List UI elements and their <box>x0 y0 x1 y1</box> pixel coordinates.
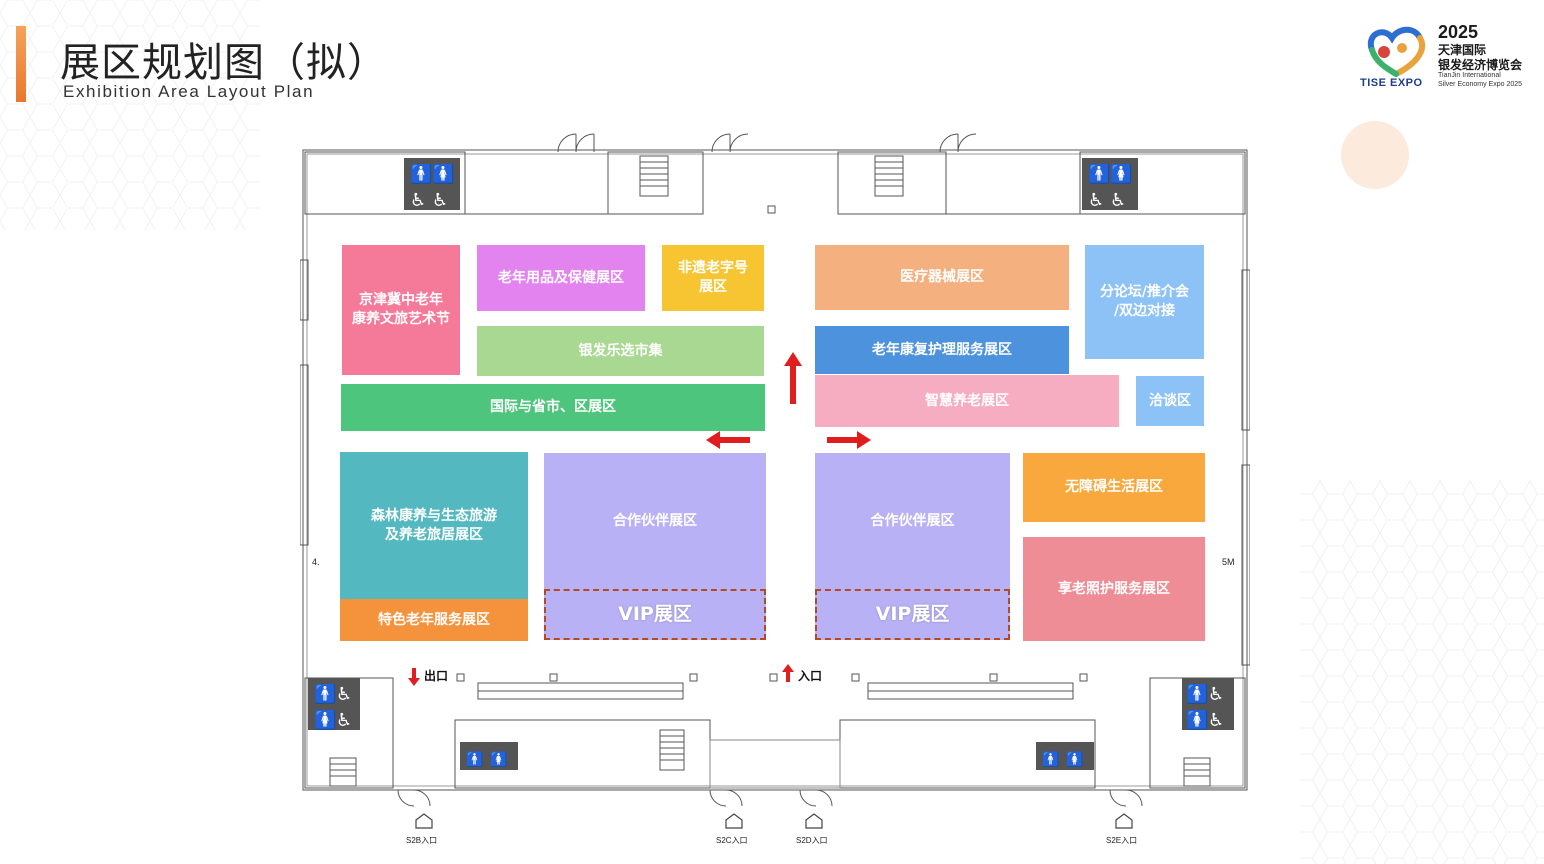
svg-text:♿: ♿ <box>1208 684 1224 705</box>
svg-text:♿: ♿ <box>432 190 448 211</box>
zone-label: 国际与省市、区展区 <box>490 399 616 415</box>
svg-text:🚹: 🚹 <box>1186 683 1208 705</box>
svg-text:🚹: 🚹 <box>466 751 483 768</box>
svg-text:🚺: 🚺 <box>432 163 454 185</box>
zone-forest-wellness: 森林康养与生态旅游 及养老旅居展区 <box>340 452 528 599</box>
svg-text:🚺: 🚺 <box>490 751 507 768</box>
floor-plan: 🚹🚺 ♿♿ 🚹🚺 ♿♿ 🚹♿ 🚺♿ 🚹♿ 🚺♿ 🚹🚺 🚹🚺 <box>300 130 1250 850</box>
zone-label: 洽谈区 <box>1149 392 1191 409</box>
svg-text:♿: ♿ <box>336 684 352 705</box>
zone-label: 合作伙伴展区 <box>613 512 697 529</box>
svg-text:🚺: 🚺 <box>1066 751 1083 768</box>
entry-label: 入口 <box>798 669 823 683</box>
svg-text:🚺: 🚺 <box>314 709 336 731</box>
gate-s2e-label: S2E入口 <box>1106 836 1138 845</box>
zone-partner-right: 合作伙伴展区 <box>815 453 1010 589</box>
svg-text:♿: ♿ <box>410 190 426 211</box>
logo-en-line1: TianJin International <box>1438 72 1501 79</box>
zone-label: 无障碍生活展区 <box>1065 479 1163 495</box>
svg-text:♿: ♿ <box>1088 190 1104 211</box>
zone-enjoy-care: 享老照护服务展区 <box>1023 537 1205 641</box>
zone-negotiation: 洽谈区 <box>1136 376 1204 426</box>
svg-text:🚹: 🚹 <box>1088 163 1110 185</box>
plan-mark-left: 4. <box>312 557 320 567</box>
zone-rehab-care: 老年康复护理服务展区 <box>815 326 1069 374</box>
zone-label: VIP展区 <box>875 603 950 625</box>
title-accent-bar <box>16 26 26 102</box>
zone-forum: 分论坛/推介会 /双边对接 <box>1085 245 1204 359</box>
zone-label: 医疗器械展区 <box>900 269 984 285</box>
zone-label: 享老照护服务展区 <box>1058 580 1170 597</box>
zone-barrier-free: 无障碍生活展区 <box>1023 453 1205 522</box>
zone-heritage: 非遗老字号 展区 <box>662 245 764 311</box>
zone-label: 老年用品及保健展区 <box>498 269 624 286</box>
floor-plan-outline: 🚹🚺 ♿♿ 🚹🚺 ♿♿ 🚹♿ 🚺♿ 🚹♿ 🚺♿ 🚹🚺 🚹🚺 <box>300 133 1250 829</box>
plan-mark-right: 5M <box>1222 557 1235 567</box>
logo-cn-line2: 银发经济博览会 <box>1438 58 1523 72</box>
logo-en-line2: Silver Economy Expo 2025 <box>1438 81 1523 88</box>
zone-vip-left: VIP展区 <box>544 589 766 640</box>
zone-label: 非遗老字号 展区 <box>678 260 748 295</box>
zone-label: 智慧养老展区 <box>925 392 1009 409</box>
zone-label: 老年康复护理服务展区 <box>872 341 1012 358</box>
svg-text:🚺: 🚺 <box>1110 163 1132 185</box>
restroom-icons <box>308 158 1234 770</box>
svg-text:🚺: 🚺 <box>1186 709 1208 731</box>
svg-text:♿: ♿ <box>336 710 352 731</box>
gate-s2d-label: S2D入口 <box>796 836 828 845</box>
zone-special-service: 特色老年服务展区 <box>340 599 528 641</box>
zone-label: VIP展区 <box>618 603 692 625</box>
zone-silver-market: 银发乐选市集 <box>477 326 764 376</box>
zone-label: 森林康养与生态旅游 及养老旅居展区 <box>371 507 497 543</box>
gate-s2b-label: S2B入口 <box>406 836 438 845</box>
logo-brand: TISE EXPO <box>1360 77 1423 89</box>
zone-partner-left: 合作伙伴展区 <box>544 453 766 589</box>
svg-text:♿: ♿ <box>1208 710 1224 731</box>
zone-label: 特色老年服务展区 <box>378 611 490 628</box>
svg-text:♿: ♿ <box>1110 190 1126 211</box>
page-title: 展区规划图（拟） <box>60 40 388 86</box>
zone-smart-elderly: 智慧养老展区 <box>815 375 1119 427</box>
zone-label: 分论坛/推介会 /双边对接 <box>1099 284 1190 319</box>
svg-text:🚹: 🚹 <box>1042 751 1059 768</box>
heart-logo-icon <box>1367 26 1425 77</box>
logo-year: 2025 <box>1438 22 1479 42</box>
zone-international: 国际与省市、区展区 <box>341 384 765 431</box>
zone-label: 银发乐选市集 <box>578 342 663 359</box>
svg-text:🚹: 🚹 <box>314 683 336 705</box>
gate-s2c-label: S2C入口 <box>716 836 748 845</box>
page-subtitle: Exhibition Area Layout Plan <box>63 82 315 101</box>
expo-logo: TISE EXPO 2025 天津国际 银发经济博览会 TianJin Inte… <box>1360 22 1540 92</box>
exit-label: 出口 <box>424 669 449 683</box>
zone-medical-devices: 医疗器械展区 <box>815 245 1069 310</box>
zone-vip-right: VIP展区 <box>815 589 1010 640</box>
zone-label: 京津冀中老年 康养文旅艺术节 <box>352 292 450 327</box>
zone-elder-goods: 老年用品及保健展区 <box>477 245 645 311</box>
zone-label: 合作伙伴展区 <box>870 512 955 529</box>
svg-text:🚹: 🚹 <box>410 163 432 185</box>
zone-jingjinji-festival: 京津冀中老年 康养文旅艺术节 <box>342 245 460 375</box>
logo-cn-line1: 天津国际 <box>1438 43 1487 57</box>
